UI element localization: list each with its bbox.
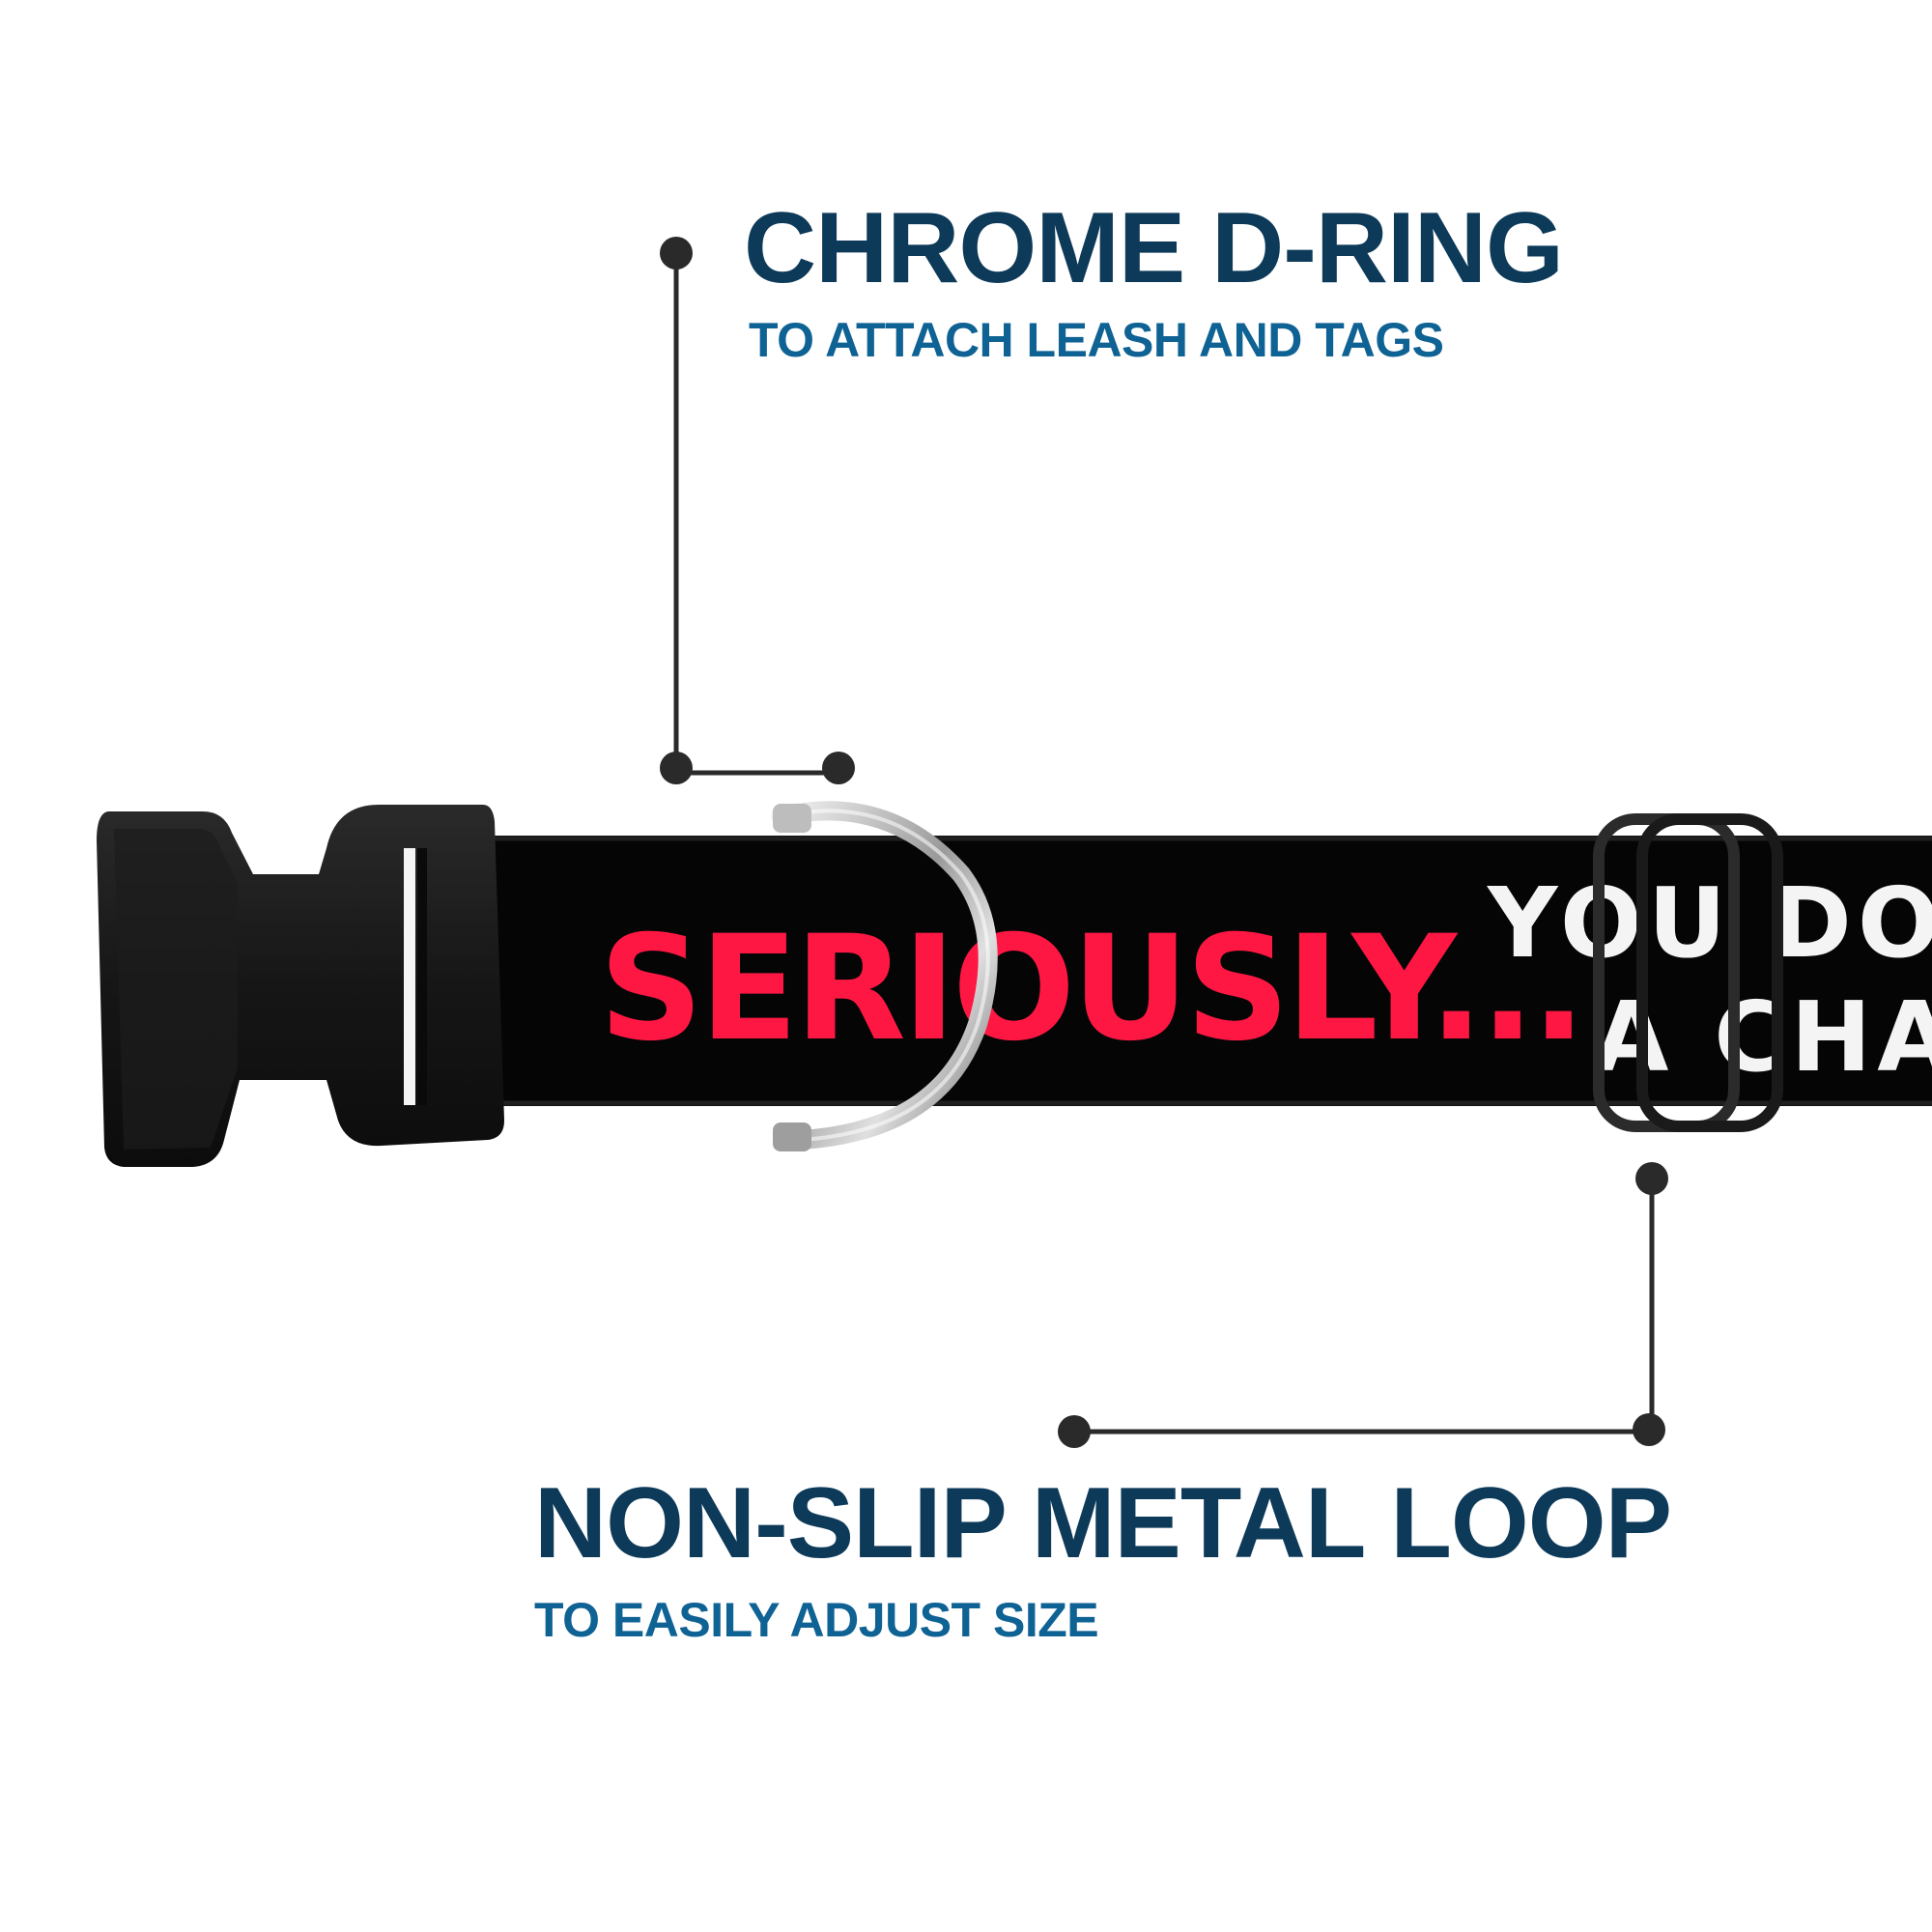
side-release-buckle — [97, 805, 504, 1167]
d-ring-leader-line — [660, 237, 855, 784]
loop-callout-subtitle: TO EASILY ADJUST SIZE — [534, 1593, 1099, 1647]
collar-secondary-line-1: YOU DON'T — [1487, 867, 1932, 980]
d-ring-callout-title: CHROME D-RING — [744, 192, 1564, 304]
loop-leader-line — [1058, 1162, 1668, 1448]
collar-primary-text: SERIOUSLY... — [599, 905, 1582, 1073]
non-slip-keeper-loop — [1593, 813, 1783, 1132]
d-ring-callout-subtitle: TO ATTACH LEASH AND TAGS — [749, 313, 1444, 367]
chrome-d-ring — [771, 801, 998, 1151]
collar-secondary-line-2: A CHANC — [1594, 980, 1932, 1094]
loop-callout-title: NON-SLIP METAL LOOP — [534, 1467, 1672, 1579]
collar-webbing — [406, 836, 1932, 1106]
